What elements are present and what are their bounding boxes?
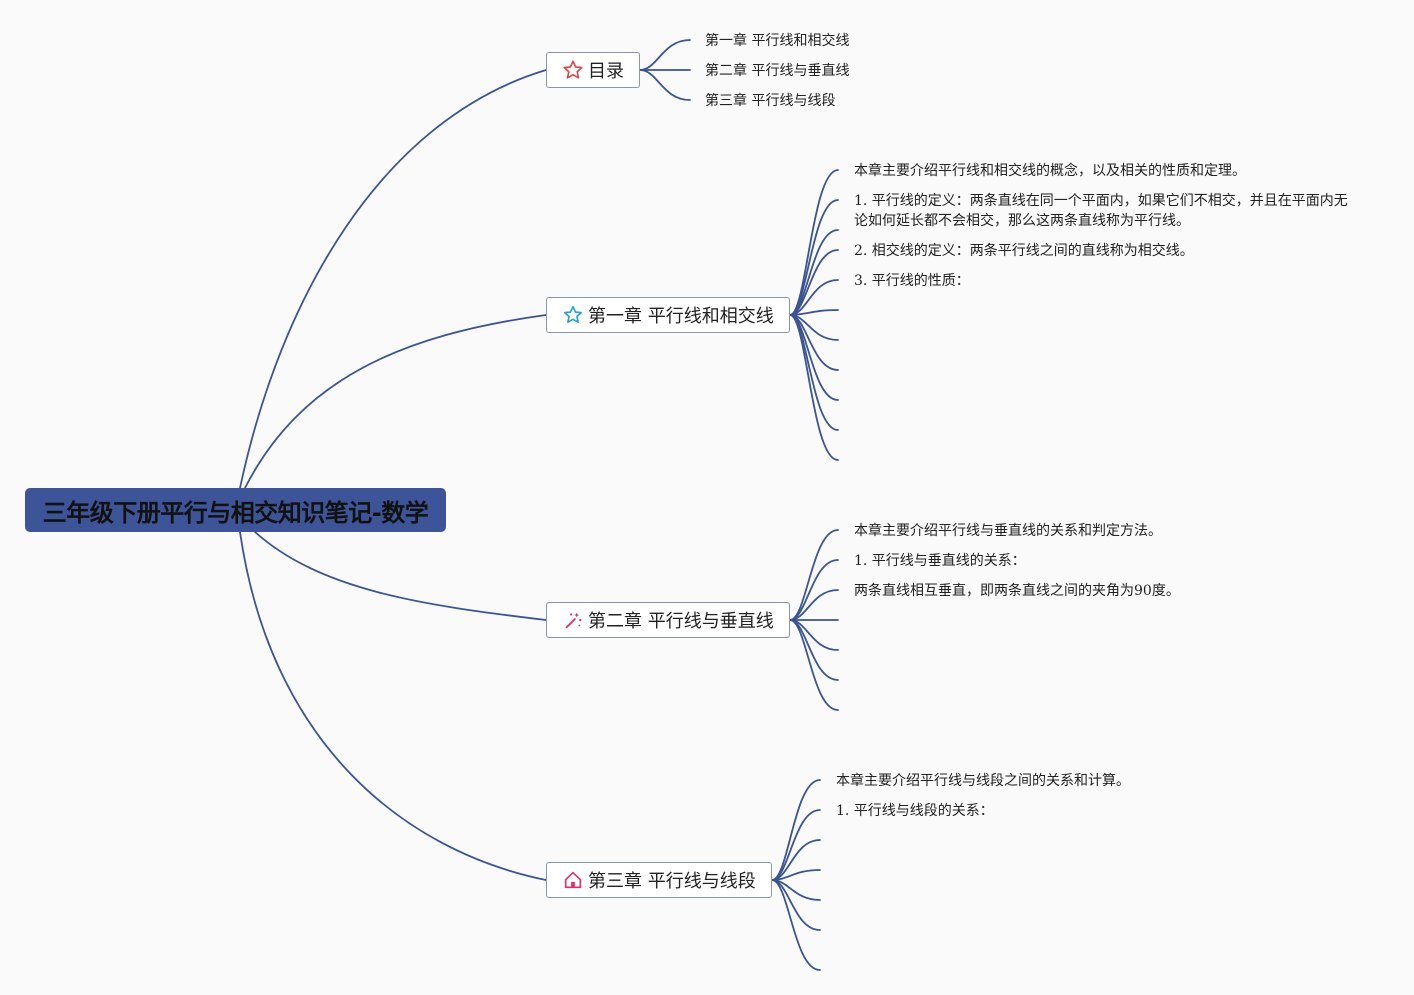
home-icon — [562, 869, 584, 891]
chapter1-item[interactable]: 3. 平行线的性质： — [854, 273, 970, 289]
root-title: 三年级下册平行与相交知识笔记-数学 — [42, 498, 429, 527]
root-branch-connector — [239, 69, 547, 489]
leaf-connector — [639, 39, 691, 71]
chapter3-topic[interactable]: 第三章 平行线与线段 — [546, 862, 772, 898]
leaf-connector — [789, 199, 839, 316]
chapter1-item[interactable]: 2. 相交线的定义：两条平行线之间的直线称为相交线。 — [854, 243, 1194, 259]
chapter2-label: 第二章 平行线与垂直线 — [588, 611, 774, 632]
leaf-connector — [789, 249, 839, 316]
chapter1-item[interactable]: 本章主要介绍平行线和相交线的概念，以及相关的性质和定理。 — [854, 163, 1246, 179]
chapter2-item[interactable]: 本章主要介绍平行线与垂直线的关系和判定方法。 — [854, 523, 1162, 539]
leaf-connector — [771, 879, 821, 971]
chapter3-item[interactable]: 1. 平行线与线段的关系： — [836, 803, 994, 819]
chapter3-item[interactable]: 本章主要介绍平行线与线段之间的关系和计算。 — [836, 773, 1130, 789]
root-branch-connector — [254, 531, 547, 621]
chapter3-label: 第三章 平行线与线段 — [588, 871, 756, 892]
toc-item[interactable]: 第二章 平行线与垂直线 — [705, 63, 850, 79]
chapter1-item[interactable]: 1. 平行线的定义：两条直线在同一个平面内，如果它们不相交，并且在平面内无论如何… — [854, 193, 1348, 229]
toc-label: 目录 — [588, 61, 624, 82]
leaf-connector — [771, 779, 821, 881]
chapter1-label: 第一章 平行线和相交线 — [588, 306, 774, 327]
leaf-connector — [789, 314, 839, 461]
toc-item[interactable]: 第三章 平行线与线段 — [705, 93, 836, 109]
chapter1-topic[interactable]: 第一章 平行线和相交线 — [546, 297, 790, 333]
chapter2-item[interactable]: 两条直线相互垂直，即两条直线之间的夹角为90度。 — [854, 583, 1180, 599]
magic-wand-icon — [562, 609, 584, 631]
star-outline-red-icon — [562, 59, 584, 81]
root-branch-connector — [239, 531, 547, 881]
leaf-connector — [789, 314, 839, 431]
chapter2-topic[interactable]: 第二章 平行线与垂直线 — [546, 602, 790, 638]
chapter2-item[interactable]: 1. 平行线与垂直线的关系： — [854, 553, 1026, 569]
star-outline-blue-icon — [562, 304, 584, 326]
leaf-connector — [771, 809, 821, 881]
toc-item[interactable]: 第一章 平行线和相交线 — [705, 33, 850, 49]
leaf-connector — [789, 529, 839, 621]
root-branch-connector — [244, 314, 547, 489]
leaf-connector — [789, 559, 839, 621]
root-topic[interactable]: 三年级下册平行与相交知识笔记-数学 — [25, 488, 446, 532]
toc-topic[interactable]: 目录 — [546, 52, 640, 88]
leaf-connector — [639, 69, 691, 101]
leaf-connector — [789, 619, 839, 711]
